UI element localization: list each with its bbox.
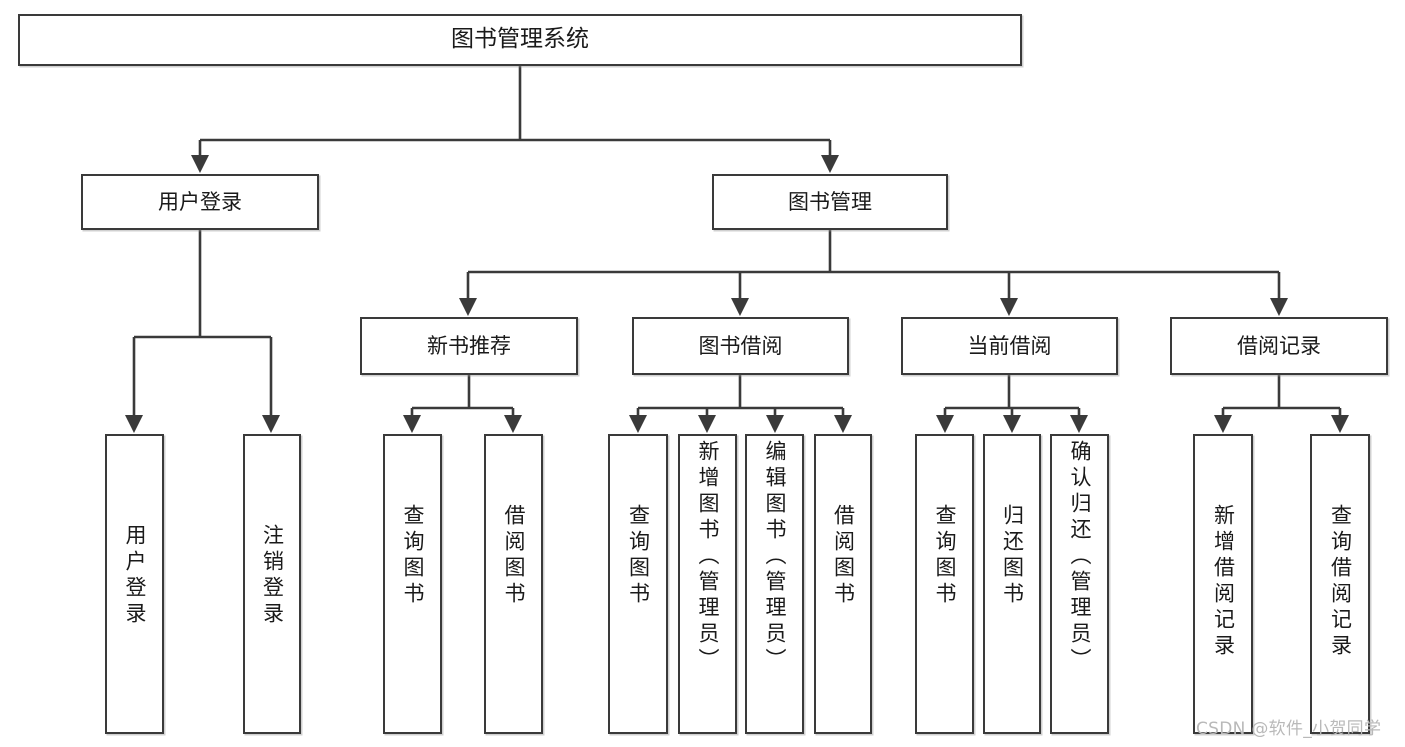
leaf-add-book-admin[interactable]: 新增图书（管理员） xyxy=(678,434,737,734)
leaf-add-borrow-record[interactable]: 新增借阅记录 xyxy=(1193,434,1253,734)
node-label: 查询图书 xyxy=(626,504,651,608)
node-label: 图书管理 xyxy=(788,189,872,214)
node-label: 确认归还（管理员） xyxy=(1068,440,1092,674)
node-label: 归还图书 xyxy=(1000,504,1025,608)
leaf-edit-book-admin[interactable]: 编辑图书（管理员） xyxy=(745,434,804,734)
node-label: 当前借阅 xyxy=(967,333,1052,358)
leaf-logout[interactable]: 注销登录 xyxy=(243,434,301,734)
node-label: 用户登录 xyxy=(123,524,147,628)
leaf-borrow-book[interactable]: 借阅图书 xyxy=(814,434,872,734)
node-root-system[interactable]: 图书管理系统 xyxy=(18,14,1022,66)
node-user-login[interactable]: 用户登录 xyxy=(81,174,319,230)
leaf-query-book-current[interactable]: 查询图书 xyxy=(915,434,974,734)
node-book-borrow[interactable]: 图书借阅 xyxy=(632,317,849,375)
leaf-borrow-book-newbook[interactable]: 借阅图书 xyxy=(484,434,543,734)
node-label: 编辑图书（管理员） xyxy=(763,440,787,674)
watermark-text: CSDN @软件_小贺同学 xyxy=(1196,719,1382,739)
node-book-management[interactable]: 图书管理 xyxy=(712,174,948,230)
node-label: 查询图书 xyxy=(401,504,425,608)
node-label: 注销登录 xyxy=(260,524,285,628)
leaf-user-login[interactable]: 用户登录 xyxy=(105,434,164,734)
node-label: 新书推荐 xyxy=(427,333,511,358)
node-label: 借阅图书 xyxy=(831,504,856,608)
leaf-return-book[interactable]: 归还图书 xyxy=(983,434,1041,734)
node-label: 图书管理系统 xyxy=(451,26,589,53)
node-label: 借阅记录 xyxy=(1237,333,1321,358)
leaf-query-book-newbook[interactable]: 查询图书 xyxy=(383,434,442,734)
node-new-book-recommend[interactable]: 新书推荐 xyxy=(360,317,578,375)
node-current-borrow[interactable]: 当前借阅 xyxy=(901,317,1118,375)
node-label: 用户登录 xyxy=(158,189,242,214)
node-label: 借阅图书 xyxy=(502,504,526,608)
node-label: 查询图书 xyxy=(933,504,957,608)
node-label: 新增图书（管理员） xyxy=(696,440,720,674)
node-label: 新增借阅记录 xyxy=(1211,504,1236,660)
leaf-query-borrow-record[interactable]: 查询借阅记录 xyxy=(1310,434,1370,734)
node-label: 查询借阅记录 xyxy=(1328,504,1353,660)
leaf-query-book-borrow[interactable]: 查询图书 xyxy=(608,434,668,734)
node-label: 图书借阅 xyxy=(698,333,783,358)
leaf-confirm-return-admin[interactable]: 确认归还（管理员） xyxy=(1050,434,1109,734)
node-borrow-record[interactable]: 借阅记录 xyxy=(1170,317,1388,375)
